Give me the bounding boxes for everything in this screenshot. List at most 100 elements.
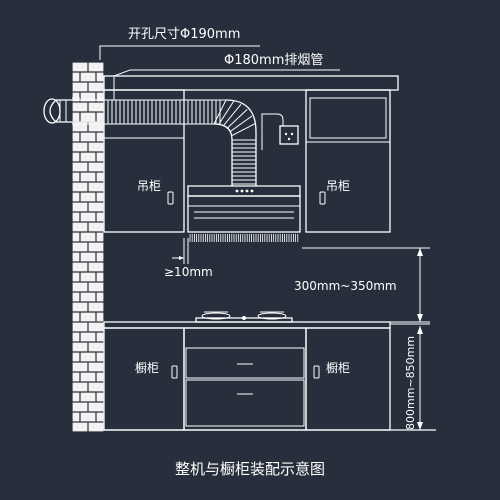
brick [72, 112, 80, 122]
label-leaders [99, 45, 340, 100]
brick [72, 142, 88, 152]
brick [88, 122, 104, 132]
brick [72, 372, 80, 382]
brick [88, 302, 104, 312]
countertop [103, 321, 391, 329]
brick [72, 182, 88, 192]
brick [80, 92, 96, 102]
lower-cabinet-left [103, 327, 185, 431]
brick [72, 202, 88, 212]
pipe-rib [213, 99, 227, 125]
brick [72, 282, 88, 292]
upper-cabinet-left-handle [167, 191, 174, 205]
brick [80, 292, 96, 302]
brick [72, 132, 80, 142]
upper-cabinet-right [305, 89, 391, 233]
brick [88, 202, 104, 212]
brick [88, 262, 104, 272]
upper-cabinet-left [103, 89, 185, 233]
brick [72, 422, 88, 432]
brick [72, 82, 88, 92]
brick [72, 412, 80, 422]
pipe-rib [218, 100, 235, 125]
brick [88, 142, 104, 152]
lower-drawer-unit [183, 327, 307, 431]
brick [96, 152, 104, 162]
brick [96, 292, 104, 302]
brick [72, 322, 88, 332]
brick [96, 132, 104, 142]
brick [80, 252, 96, 262]
brick [96, 192, 104, 202]
upper-cabinet-right-label: 吊柜 [326, 179, 350, 193]
brick [72, 382, 88, 392]
brick [80, 232, 96, 242]
gap-label: ≥10mm [164, 265, 213, 279]
brick [96, 72, 104, 82]
brick [88, 242, 104, 252]
lower-cabinet-right-label: 橱柜 [326, 361, 350, 375]
brick [96, 252, 104, 262]
brick [72, 392, 80, 402]
brick [72, 312, 80, 322]
lower-cabinet-right [305, 327, 391, 431]
power-socket [261, 113, 299, 150]
brick [96, 392, 104, 402]
brick [80, 212, 96, 222]
lower-cabinet-left-handle [171, 365, 178, 379]
brick [88, 322, 104, 332]
brick [88, 282, 104, 292]
brick [72, 102, 88, 112]
brick [96, 112, 104, 122]
brick [72, 232, 80, 242]
brick [88, 62, 104, 72]
brick [80, 392, 96, 402]
exhaust-pipe [104, 99, 257, 186]
brick [72, 212, 80, 222]
hood-filter-grille [189, 234, 299, 242]
brick [72, 292, 80, 302]
brick [96, 272, 104, 282]
hood-height-label: 300mm~350mm [294, 279, 397, 293]
brick [88, 362, 104, 372]
brick [80, 372, 96, 382]
brick [88, 162, 104, 172]
brick [72, 72, 80, 82]
counter-height-label: 800mm~850mm [404, 336, 417, 430]
brick [72, 272, 80, 282]
brick [80, 72, 96, 82]
pipe-rib [222, 103, 242, 127]
brick [88, 382, 104, 392]
brick [72, 172, 80, 182]
gas-stove [195, 311, 293, 323]
brick [88, 402, 104, 412]
brick [72, 162, 88, 172]
brick [80, 332, 96, 342]
brick [80, 312, 96, 322]
lower-cabinet-left-label: 橱柜 [135, 361, 159, 375]
brick [88, 422, 104, 432]
brick [80, 172, 96, 182]
lower-cabinet-right-handle [313, 365, 320, 379]
brick [72, 192, 80, 202]
brick-wall [72, 62, 104, 432]
brick [72, 252, 80, 262]
brick [72, 342, 88, 352]
brick [96, 212, 104, 222]
pipe-rib [226, 109, 248, 130]
brick [96, 412, 104, 422]
counter-height-dimension [390, 323, 430, 430]
brick [72, 332, 80, 342]
ceiling-beam [103, 75, 399, 91]
brick [96, 172, 104, 182]
upper-cabinet-left-label: 吊柜 [137, 179, 161, 193]
brick [88, 222, 104, 232]
range-hood [187, 185, 301, 233]
gap-marker [172, 238, 189, 264]
brick [72, 362, 88, 372]
brick [80, 192, 96, 202]
brick [72, 92, 80, 102]
pipe-rib [231, 123, 256, 137]
